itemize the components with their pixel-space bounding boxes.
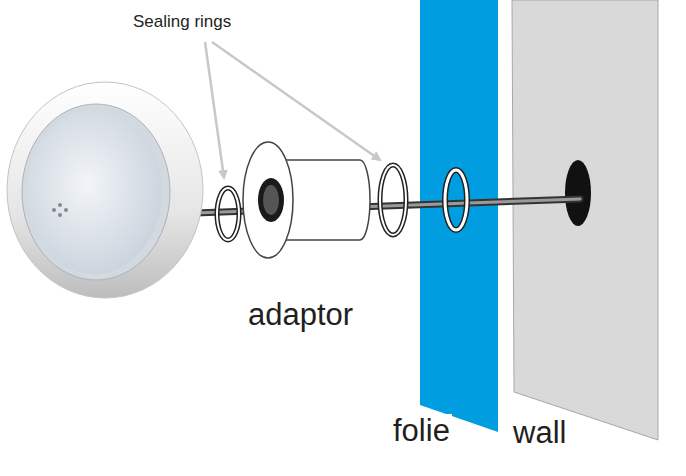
part-label: adaptor: [246, 298, 355, 332]
pool-lamp: [7, 82, 203, 298]
sealing-ring: [445, 170, 467, 230]
folie-panel: [420, 0, 498, 432]
sealing-ring: [217, 188, 239, 240]
leader-arrow: [212, 42, 380, 160]
sealing-ring: [380, 165, 406, 235]
wall-hole: [565, 160, 591, 226]
wall-panel: [512, 0, 658, 440]
part-label: folie: [391, 414, 452, 448]
callout-label: Sealing rings: [131, 13, 233, 32]
adaptor-part: [243, 142, 370, 258]
sealing-ring: [445, 170, 467, 230]
leader-arrow: [205, 42, 224, 178]
sealing-ring: [380, 165, 406, 235]
part-label: wall: [511, 416, 568, 450]
sealing-ring: [217, 188, 239, 240]
